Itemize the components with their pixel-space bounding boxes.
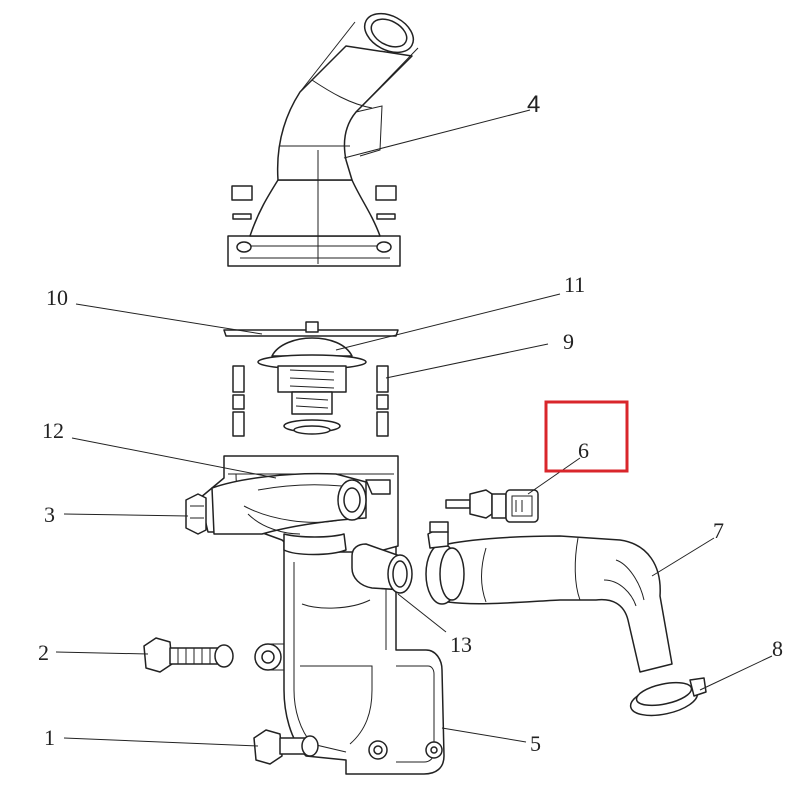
part-10-gasket[interactable] (223, 329, 399, 337)
callout-labels: 1 2 3 4 5 6 7 8 9 10 11 12 13 (38, 91, 783, 756)
part-4-outlet-elbow[interactable] (227, 6, 420, 267)
callout-7: 7 (713, 518, 724, 543)
part-8-hose-clamp[interactable] (628, 677, 707, 721)
part-12-housing-top[interactable] (199, 455, 399, 556)
part-7-hose[interactable] (425, 521, 673, 673)
callout-12: 12 (42, 418, 64, 443)
callout-10: 10 (46, 285, 68, 310)
callout-6: 6 (578, 438, 589, 463)
highlight-box-callout-6 (544, 400, 629, 473)
part-2-bolt[interactable] (143, 637, 234, 673)
callout-2: 2 (38, 640, 49, 665)
callout-13: 13 (450, 632, 472, 657)
part-11-thermostat[interactable] (257, 321, 367, 435)
leader-lines (55, 109, 773, 747)
callout-5: 5 (530, 731, 541, 756)
callout-4: 4 (527, 91, 540, 118)
callout-11: 11 (564, 272, 585, 297)
part-9-studs[interactable] (232, 365, 389, 437)
part-13-outlet-pipe[interactable] (351, 543, 413, 594)
part-5-thermostat-housing[interactable] (254, 529, 445, 775)
part-6-temperature-sensor[interactable] (445, 489, 539, 523)
callout-1: 1 (44, 725, 55, 750)
callout-8: 8 (772, 636, 783, 661)
part-1-bolt[interactable] (253, 729, 319, 765)
part-3-plug-bolt[interactable] (185, 493, 207, 535)
callout-3: 3 (44, 502, 55, 527)
callout-9: 9 (563, 329, 574, 354)
